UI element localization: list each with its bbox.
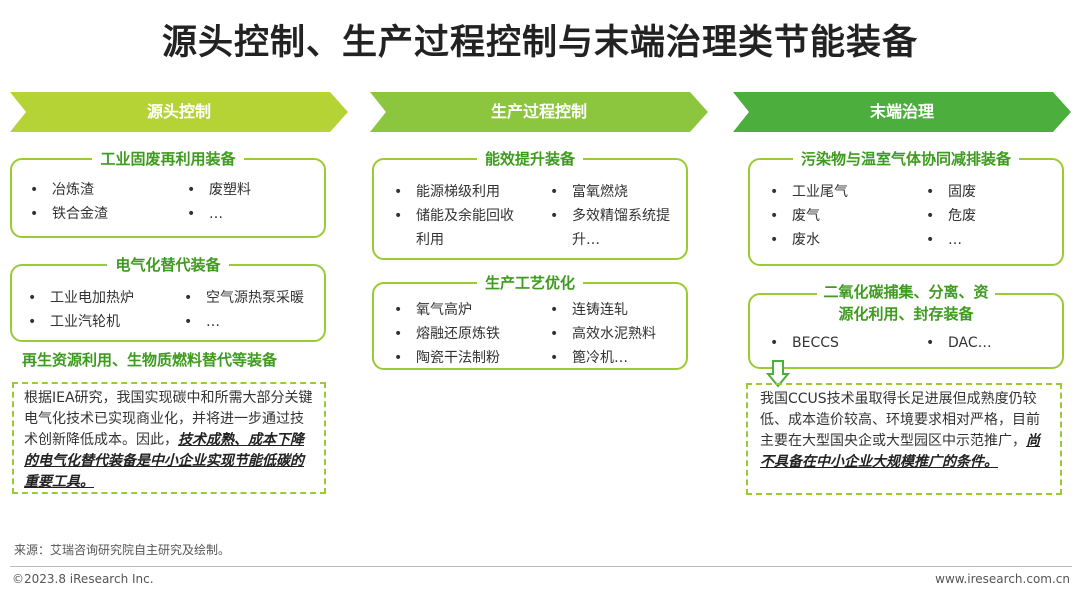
list-item: 能源梯级利用 xyxy=(394,180,500,204)
list-item: … xyxy=(926,228,962,252)
list-item: DAC… xyxy=(926,331,991,355)
list-item: 连铸连轧 xyxy=(550,298,628,322)
note-highlight: 技术成熟、成本下降的电气化替代装备是中小企业实现节能低碳的重要工具。 xyxy=(24,432,304,490)
iea-note-box: 根据IEA研究，我国实现碳中和所需大部分关键电气化技术已实现商业化，并将进一步通… xyxy=(12,382,326,494)
list-item: 废水 xyxy=(770,228,820,252)
list-item: … xyxy=(187,202,223,226)
list-item: 工业汽轮机 xyxy=(28,310,120,334)
process-optimization-box: 生产工艺优化 氧气高炉 连铸连轧 熔融还原炼铁 高效水泥熟料 陶瓷干法制粉 篦冷… xyxy=(372,274,688,370)
note-text: 我国CCUS技术虽取得长足进展但成熟度仍较低、成本造价较高、环境要求相对严格，目… xyxy=(760,391,1040,449)
box-title: 生产工艺优化 xyxy=(476,274,583,292)
list-item: 篦冷机… xyxy=(550,346,628,370)
list-item: 废气 xyxy=(770,204,820,228)
list-item: 储能及余能回收利用 xyxy=(394,204,516,252)
other-equipment-label: 再生资源利用、生物质燃料替代等装备 xyxy=(22,351,278,369)
note-highlight: 尚不具备在中小企业大规模推广的条件。 xyxy=(760,433,1040,470)
list-item: 空气源热泵采暖 xyxy=(184,286,304,310)
chevron-shape xyxy=(733,92,1071,132)
solid-waste-reuse-box: 工业固废再利用装备 冶炼渣 废塑料 铁合金渣 … xyxy=(10,150,326,238)
source-note: 来源：艾瑞咨询研究院自主研究及绘制。 xyxy=(14,543,231,557)
box-title: 电气化替代装备 xyxy=(107,256,229,274)
ccus-note-box: 我国CCUS技术虽取得长足进展但成熟度仍较低、成本造价较高、环境要求相对严格，目… xyxy=(746,383,1062,495)
page-title: 源头控制、生产过程控制与末端治理类节能装备 xyxy=(161,23,918,63)
list-item: 熔融还原炼铁 xyxy=(394,322,500,346)
list-item: 冶炼渣 xyxy=(30,178,94,202)
box-title: 污染物与温室气体协同减排装备 xyxy=(792,150,1019,168)
list-item: 富氧燃烧 xyxy=(550,180,628,204)
list-item: 工业尾气 xyxy=(770,180,848,204)
list-item: 高效水泥熟料 xyxy=(550,322,656,346)
list-item: 废塑料 xyxy=(187,178,251,202)
down-arrow-icon xyxy=(766,360,790,388)
efficiency-improvement-box: 能效提升装备 能源梯级利用 富氧燃烧 储能及余能回收利用 多效精馏系统提升… xyxy=(372,150,688,260)
column-header-source-control: 源头控制 xyxy=(10,92,348,132)
list-item: 工业电加热炉 xyxy=(28,286,134,310)
box-title: 二氧化碳捕集、分离、资 xyxy=(817,283,995,301)
column-header-label: 生产过程控制 xyxy=(490,102,587,121)
list-item: … xyxy=(184,310,220,334)
electrification-box: 电气化替代装备 工业电加热炉 空气源热泵采暖 工业汽轮机 … xyxy=(10,256,326,342)
column-header-end-treatment: 末端治理 xyxy=(733,92,1071,132)
pollutant-ghg-reduction-box: 污染物与温室气体协同减排装备 工业尾气 固废 废气 危废 废水 … xyxy=(748,150,1064,266)
list-item: 陶瓷干法制粉 xyxy=(394,346,500,370)
chevron-shape xyxy=(10,92,348,132)
list-item: BECCS xyxy=(770,331,839,355)
list-item: 氧气高炉 xyxy=(394,298,472,322)
column-header-process-control: 生产过程控制 xyxy=(370,92,708,132)
list-item: 固废 xyxy=(926,180,976,204)
website-link[interactable]: www.iresearch.com.cn xyxy=(935,572,1070,586)
copyright: ©2023.8 iResearch Inc. xyxy=(12,572,154,586)
list-item: 多效精馏系统提升… xyxy=(550,204,672,252)
list-item: 铁合金渣 xyxy=(30,202,108,226)
box-title-continued: 源化利用、封存装备 xyxy=(838,305,974,323)
footer-divider xyxy=(10,566,1072,567)
note-text: 根据IEA研究，我国实现碳中和所需大部分关键电气化技术已实现商业化，并将进一步通… xyxy=(24,390,313,448)
box-title: 能效提升装备 xyxy=(476,150,583,168)
column-header-label: 末端治理 xyxy=(869,102,934,121)
ccus-box: 二氧化碳捕集、分离、资 源化利用、封存装备 BECCS DAC… xyxy=(748,283,1064,369)
list-item: 危废 xyxy=(926,204,976,228)
column-header-label: 源头控制 xyxy=(146,102,211,121)
box-title: 工业固废再利用装备 xyxy=(92,150,244,168)
chevron-shape xyxy=(370,92,708,132)
